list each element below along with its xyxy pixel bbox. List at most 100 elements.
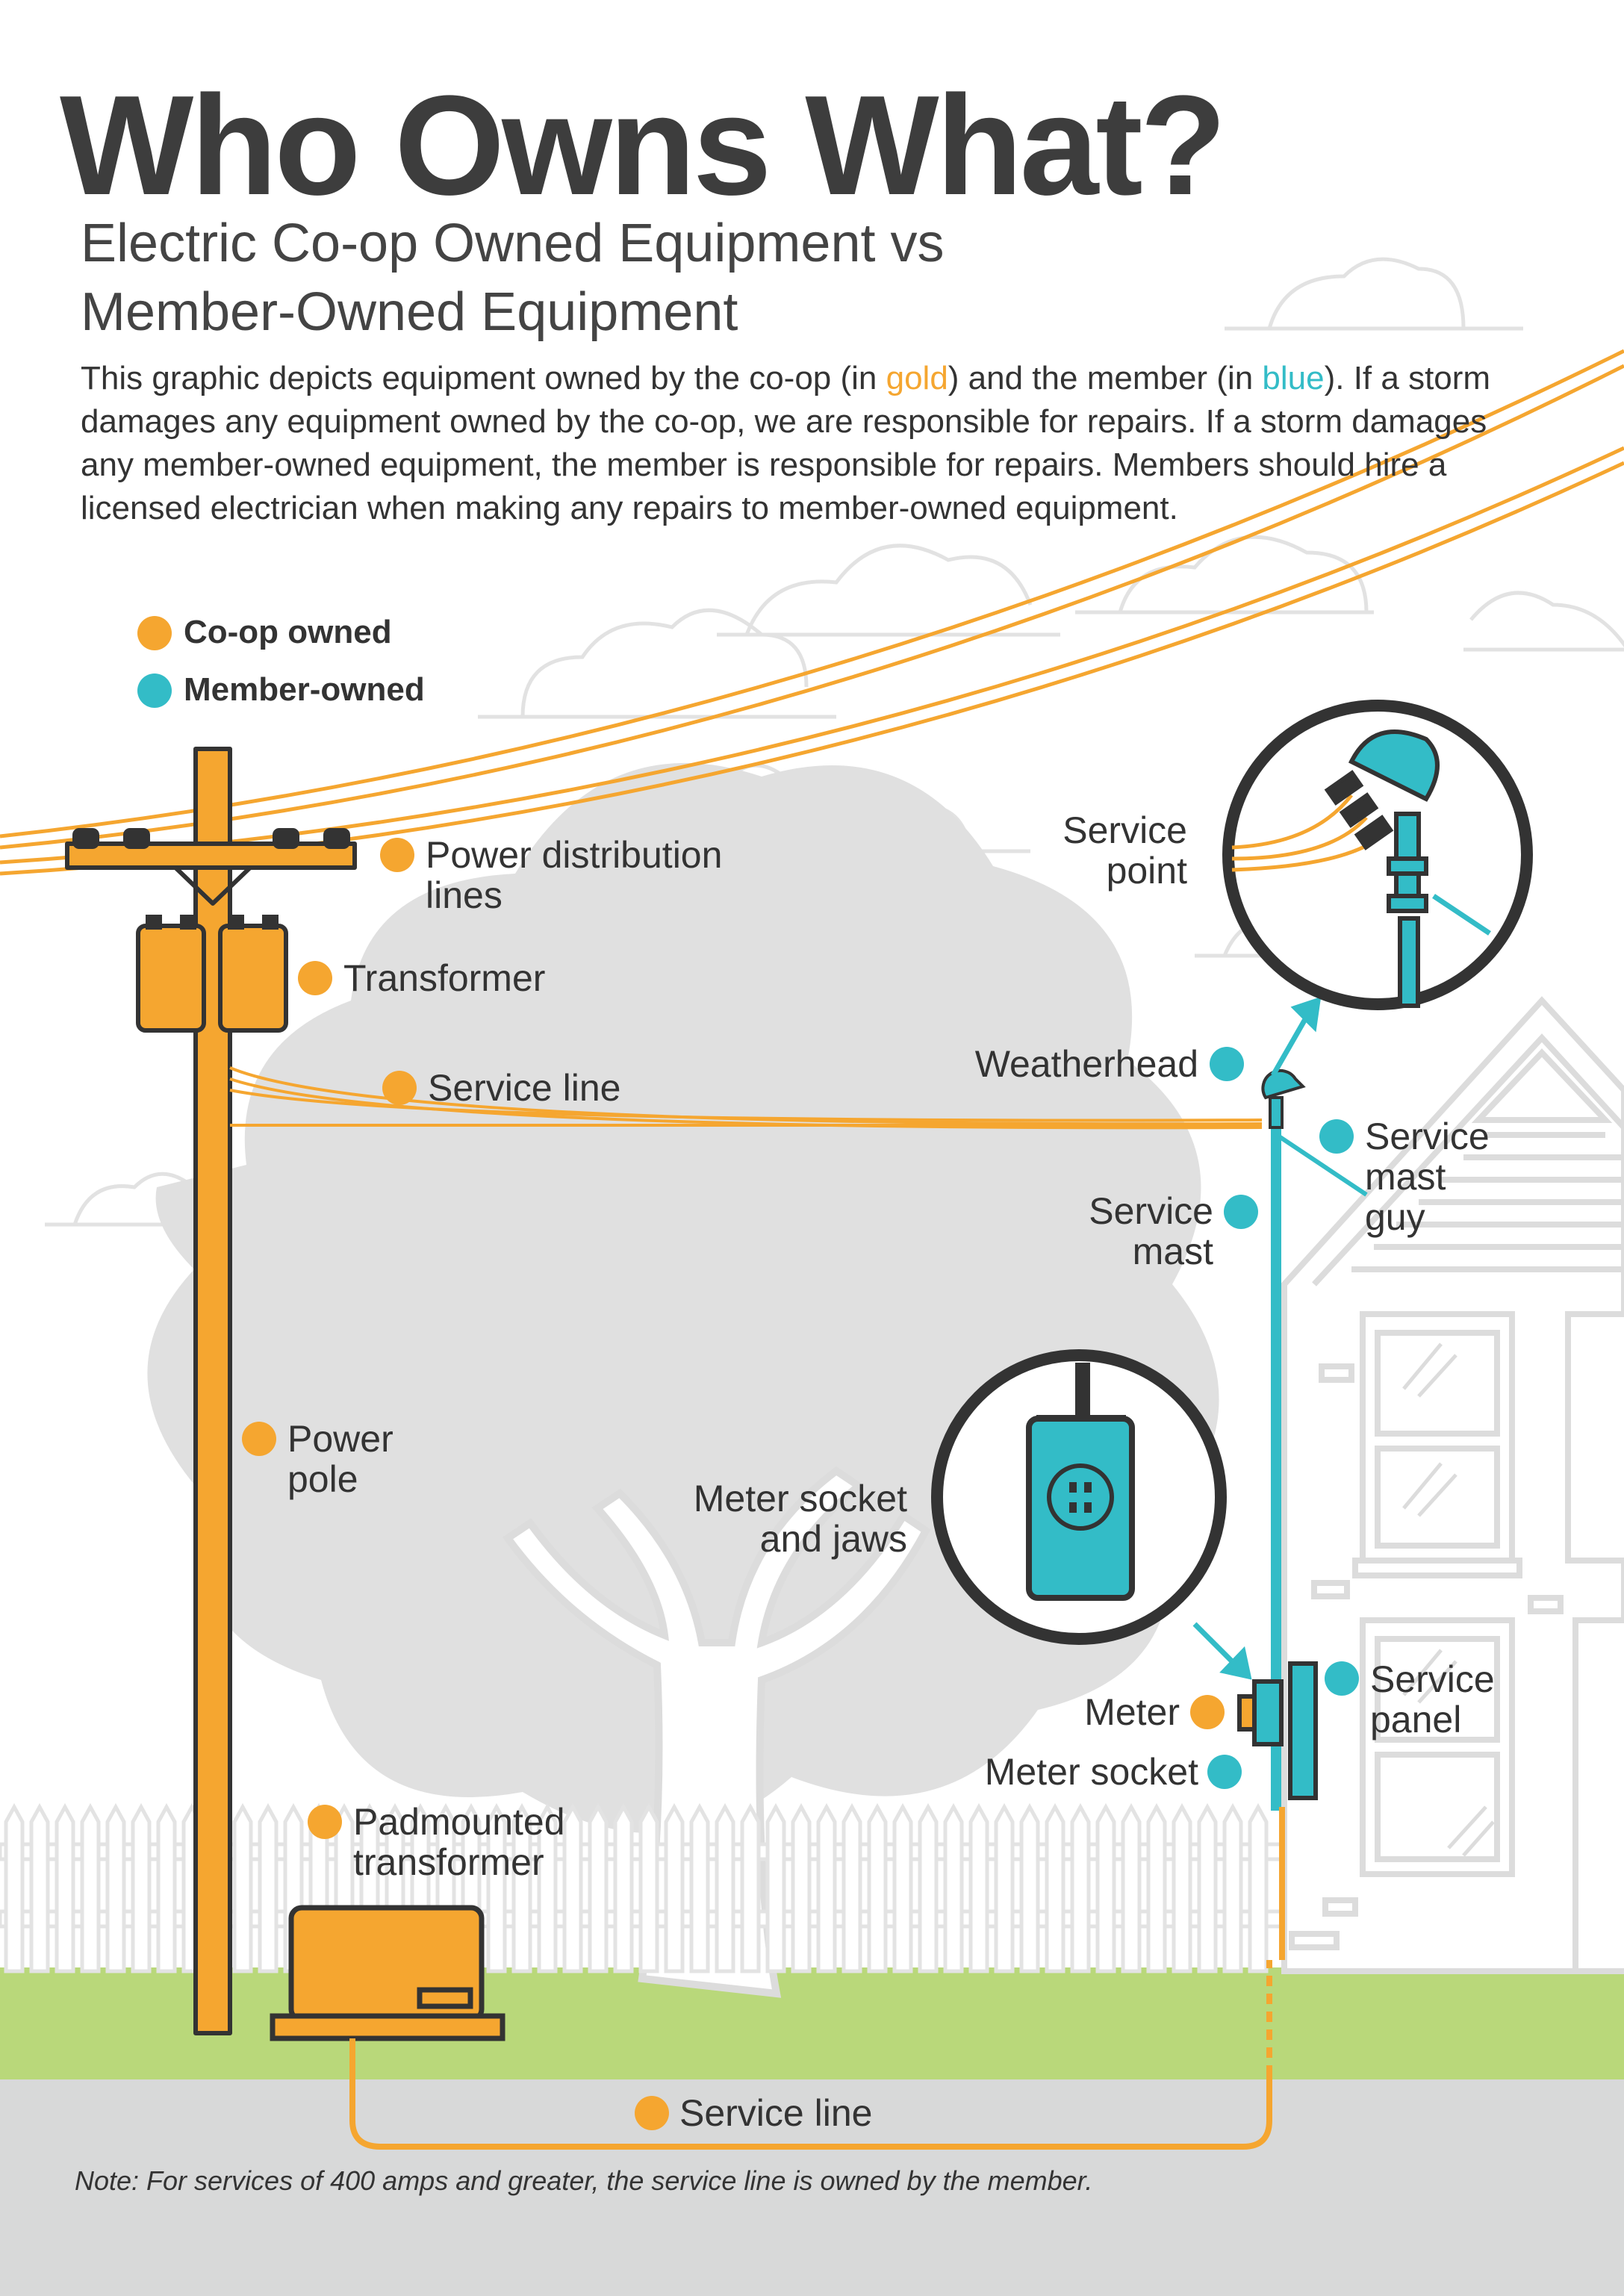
label-meter-socket: Meter socket xyxy=(984,1751,1198,1793)
zoom-arrow-top xyxy=(1270,996,1322,1077)
label-line: and jaws xyxy=(759,1518,907,1560)
description-blue-word: blue xyxy=(1262,360,1325,396)
fence-picket xyxy=(841,1802,862,1973)
label-line: point xyxy=(1106,850,1187,892)
fence-picket xyxy=(613,1802,634,1973)
fence-picket xyxy=(1070,1802,1091,1973)
description-part-2: ) and the member (in xyxy=(948,360,1263,396)
service-point-zoom xyxy=(1222,700,1533,1010)
fence-picket xyxy=(1222,1802,1243,1973)
page-title: Who Owns What? xyxy=(60,66,1227,225)
fence-picket xyxy=(1146,1802,1167,1973)
label-line: Service xyxy=(1365,1116,1490,1157)
label-line: lines xyxy=(426,874,503,916)
fence-picket xyxy=(1095,1802,1116,1973)
label-line: transformer xyxy=(353,1841,544,1883)
legend-dot-member xyxy=(137,673,172,708)
fence-picket xyxy=(1172,1802,1192,1973)
label-line: Power xyxy=(287,1418,393,1460)
fence-picket xyxy=(511,1802,532,1973)
house xyxy=(1281,996,1624,1974)
label-dots xyxy=(137,616,1359,2130)
label-line: guy xyxy=(1365,1196,1425,1238)
page-subtitle: Electric Co-op Owned Equipment vs Member… xyxy=(81,209,945,346)
label-meter-socket-and-jaws: Meter socket and jaws xyxy=(597,1478,907,1559)
label-power-distribution-lines: Power distribution lines xyxy=(426,835,722,915)
fence-picket xyxy=(156,1802,177,1973)
fence-picket xyxy=(1121,1802,1142,1973)
legend-member-label: Member-owned xyxy=(184,671,425,708)
label-line: Padmounted xyxy=(353,1801,565,1843)
fence-picket xyxy=(892,1802,913,1973)
label-service-mast: Service mast xyxy=(1030,1191,1213,1272)
label-line: Power distribution xyxy=(426,834,723,876)
service-line-overhead xyxy=(229,1066,1263,1130)
label-service-point: Service point xyxy=(1015,810,1187,891)
fence-picket xyxy=(664,1802,685,1973)
description-part-1: This graphic depicts equipment owned by … xyxy=(81,360,886,396)
fence-picket xyxy=(867,1802,888,1973)
label-service-panel: Service panel xyxy=(1370,1659,1495,1740)
fence-picket xyxy=(80,1802,101,1973)
padmounted-transformer xyxy=(270,1905,505,2041)
power-distribution-lines xyxy=(0,349,1624,876)
fence-picket xyxy=(765,1802,786,1973)
fence-picket xyxy=(232,1802,253,1973)
service-line-underground xyxy=(349,1807,1285,2150)
fence-picket xyxy=(29,1802,50,1973)
fence-picket xyxy=(562,1802,583,1973)
label-service-line-bottom: Service line xyxy=(679,2092,873,2134)
fence-picket xyxy=(131,1802,152,1973)
fence-picket xyxy=(791,1802,812,1973)
fence-picket xyxy=(968,1802,989,1973)
fence-picket xyxy=(994,1802,1015,1973)
label-meter: Meter xyxy=(1084,1691,1180,1733)
fence-picket xyxy=(715,1802,735,1973)
zoom-arrow-bottom xyxy=(1192,1622,1252,1680)
description-gold-word: gold xyxy=(886,360,948,396)
fence-picket xyxy=(486,1802,507,1973)
subtitle-line-1: Electric Co-op Owned Equipment vs xyxy=(81,214,945,273)
fence-picket xyxy=(105,1802,126,1973)
fence-picket xyxy=(537,1802,558,1973)
meter-socket-zoom xyxy=(931,1349,1227,1645)
legend-coop-label: Co-op owned xyxy=(184,614,392,650)
label-padmounted-transformer: Padmounted transformer xyxy=(353,1802,565,1882)
subtitle-line-2: Member-Owned Equipment xyxy=(81,282,738,342)
description: This graphic depicts equipment owned by … xyxy=(81,357,1544,530)
fence-picket xyxy=(55,1802,75,1973)
description-part-3: ). If a storm damages any equipment owne… xyxy=(81,360,1491,526)
footnote: Note: For services of 400 amps and great… xyxy=(75,2165,1093,2196)
label-line: Service xyxy=(1089,1190,1213,1232)
label-service-mast-guy: Service mast guy xyxy=(1365,1116,1490,1237)
label-line: mast xyxy=(1132,1231,1213,1272)
legend-dot-coop xyxy=(137,616,172,650)
fence-picket xyxy=(816,1802,837,1973)
label-service-line-top: Service line xyxy=(428,1067,621,1109)
legend-member: Member-owned xyxy=(134,671,425,709)
label-line: mast xyxy=(1365,1156,1446,1198)
grass xyxy=(0,1967,1624,2079)
fence-picket xyxy=(1248,1802,1269,1973)
service-mast xyxy=(1261,1068,1368,1811)
fence-picket xyxy=(1019,1802,1040,1973)
fence-picket xyxy=(943,1802,964,1973)
legend-coop: Co-op owned xyxy=(134,614,392,651)
label-weatherhead: Weatherhead xyxy=(974,1043,1198,1085)
fence-picket xyxy=(1197,1802,1218,1973)
ground xyxy=(0,2079,1624,2296)
fence-picket xyxy=(689,1802,710,1973)
label-line: Meter socket xyxy=(693,1478,907,1519)
label-power-pole: Power pole xyxy=(287,1419,393,1499)
fence-picket xyxy=(258,1802,279,1973)
fence-pickets xyxy=(4,1802,1269,1973)
fence-picket xyxy=(4,1802,25,1973)
fence-picket xyxy=(918,1802,939,1973)
fence-picket xyxy=(588,1802,609,1973)
fence-picket xyxy=(638,1802,659,1973)
label-transformer: Transformer xyxy=(343,957,546,999)
label-line: pole xyxy=(287,1458,358,1500)
fence-picket xyxy=(740,1802,761,1973)
pole-transformers xyxy=(136,915,288,1033)
